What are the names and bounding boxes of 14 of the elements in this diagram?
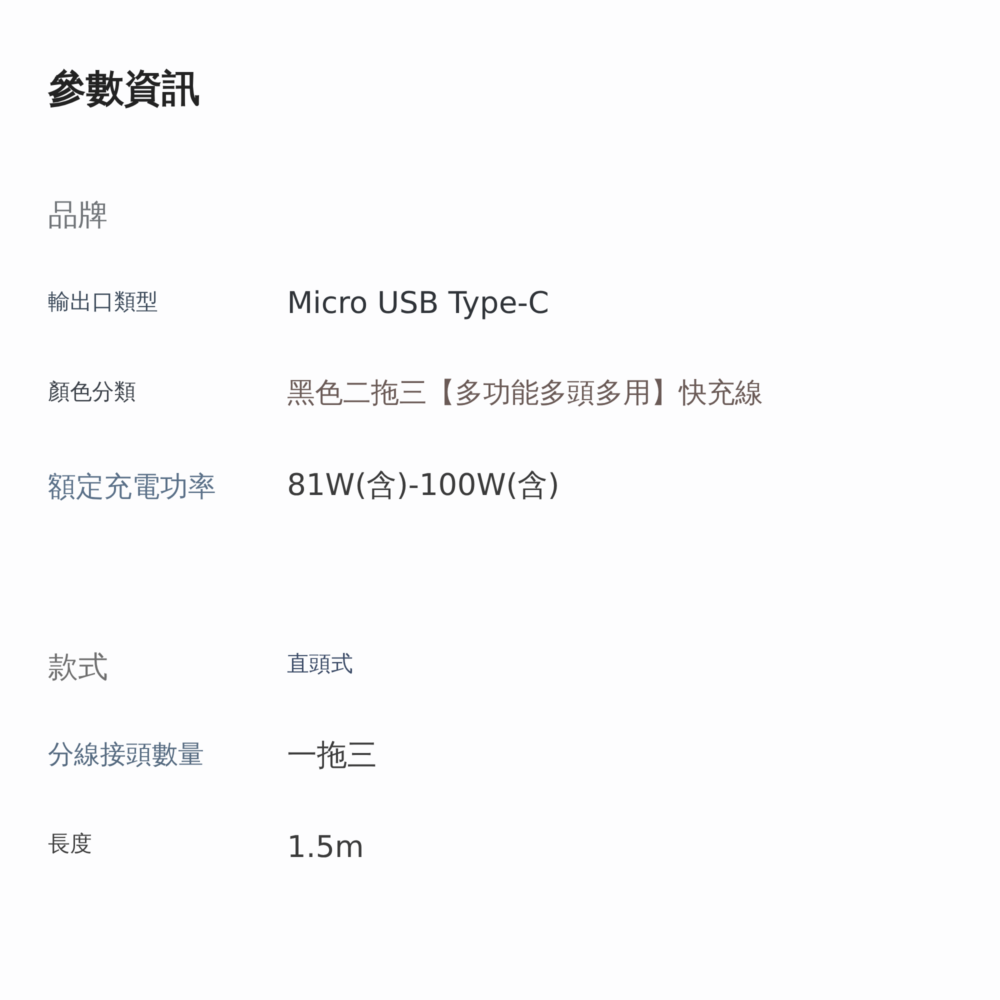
spec-value: Micro USB Type-C [287,286,550,322]
spec-label: 輸出口類型 [48,290,158,316]
spec-label: 分線接頭數量 [48,740,204,772]
spec-label: 額定充電功率 [48,470,216,504]
spec-value: 直頭式 [287,652,353,678]
spec-label: 長度 [48,832,92,858]
spec-value: 81W(含)-100W(含) [287,468,560,504]
spec-label: 品牌 [48,198,108,234]
spec-value: 1.5m [287,830,364,866]
spec-value: 黑色二拖三【多功能多頭多用】快充線 [287,376,763,410]
page-title: 參數資訊 [48,66,200,112]
spec-label: 顏色分類 [48,380,136,406]
spec-label: 款式 [48,650,108,686]
spec-value: 一拖三 [287,738,377,774]
